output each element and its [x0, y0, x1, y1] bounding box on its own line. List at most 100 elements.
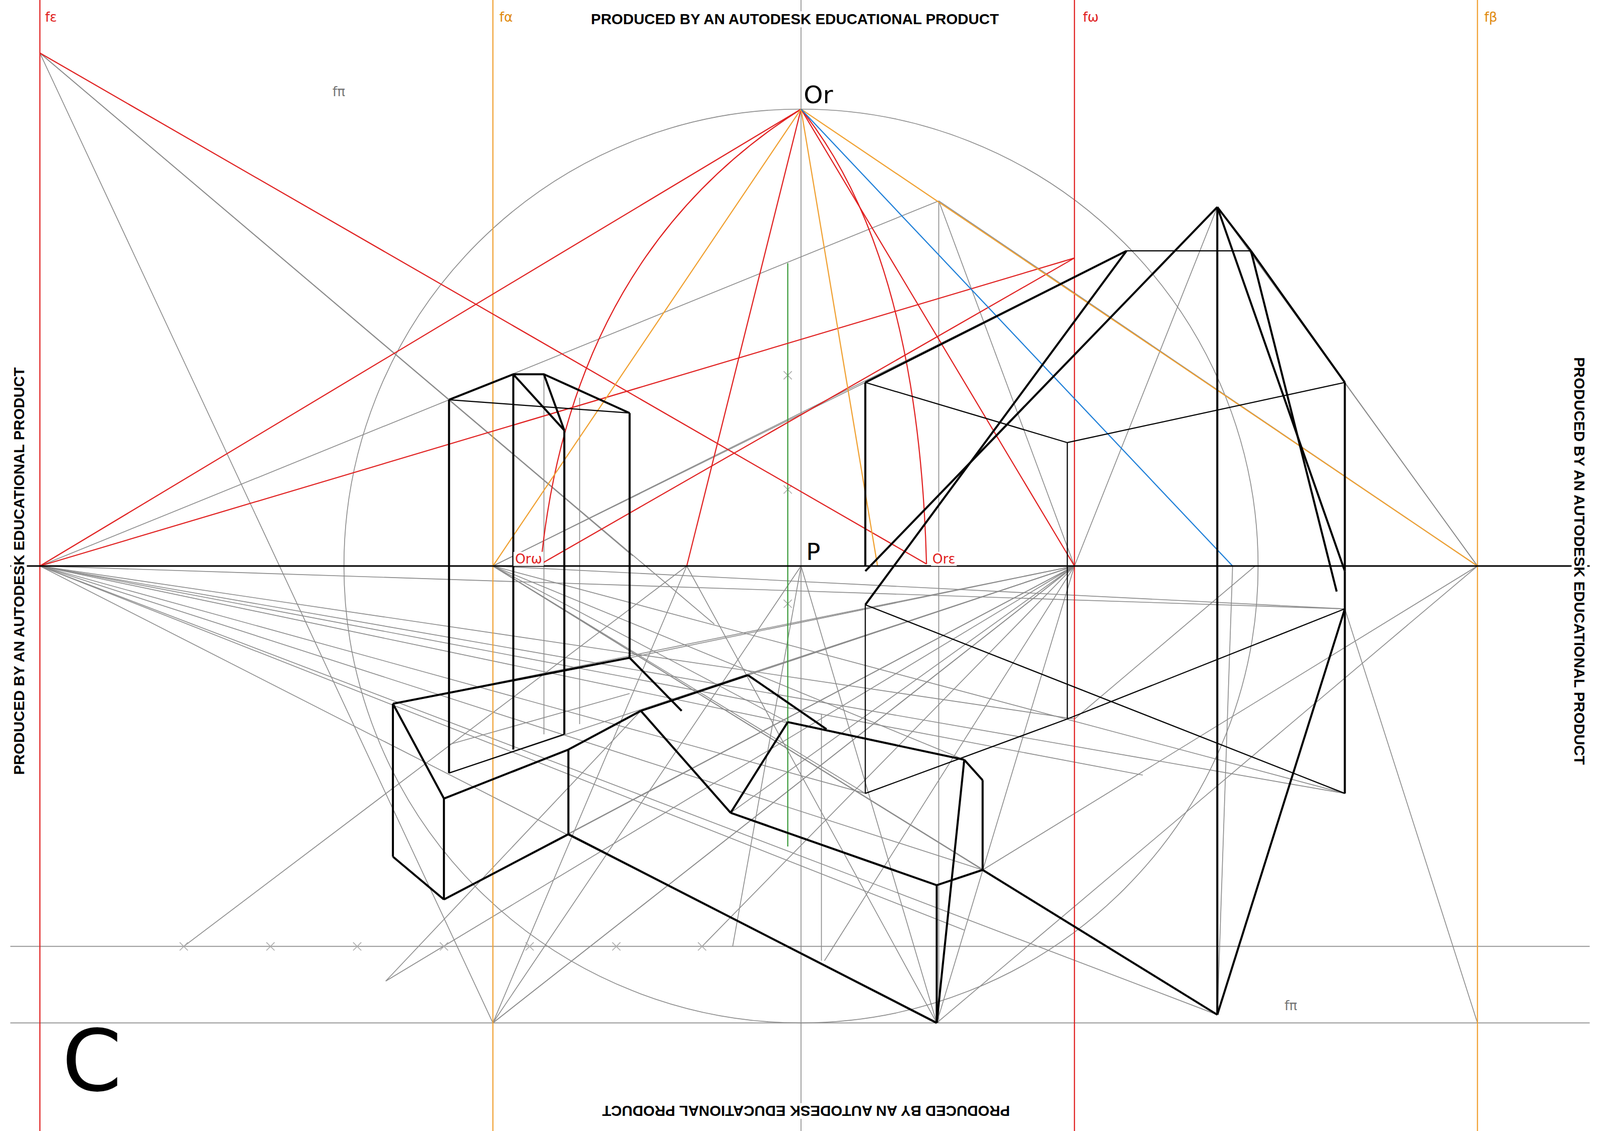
point-label: P: [804, 540, 822, 565]
trace-label: fε: [43, 10, 59, 25]
construction-line: [39, 566, 1075, 720]
construction-line: [492, 566, 1218, 1016]
construction-line: [10, 0, 1590, 1131]
construction-line: [492, 566, 802, 1024]
object-outline: [964, 760, 983, 781]
object-outline: [443, 834, 569, 901]
object-outline: [392, 703, 444, 799]
construction-line: [938, 201, 940, 1024]
point-label: Orε: [930, 552, 958, 567]
measure-mark: [179, 371, 792, 951]
watermark-text: PRODUCED BY AN AUTODESK EDUCATIONAL PROD…: [1571, 355, 1588, 767]
construction-line: [443, 566, 1075, 900]
object-outline: [1250, 250, 1345, 383]
construction-line: [385, 711, 641, 982]
construction-line: [385, 566, 1075, 982]
object-outline: [748, 675, 827, 730]
construction-line: [10, 946, 1590, 948]
construction-line: [821, 714, 823, 962]
watermark-text: PRODUCED BY AN AUTODESK EDUCATIONAL PROD…: [600, 1103, 1012, 1119]
object-outline: [392, 856, 444, 900]
construction-line: [730, 566, 1075, 814]
construction-line: [543, 374, 545, 735]
construction-line: [938, 201, 1075, 567]
trace-line: [492, 109, 802, 567]
construction-line: [39, 52, 715, 625]
object-outline: [392, 657, 630, 704]
construction-line: [39, 52, 493, 1024]
object-edge: [865, 719, 1068, 794]
object-outline: [787, 722, 965, 761]
construction-line: [1344, 609, 1478, 1024]
construction-line: [1074, 207, 1218, 567]
construction-line: [1217, 566, 1233, 1016]
construction-line: [392, 566, 1075, 704]
object-outline: [936, 870, 983, 886]
object-outline: [1217, 207, 1251, 251]
object-outline: [568, 834, 937, 1024]
object-outline: [982, 870, 1218, 1016]
watermark-text: PRODUCED BY AN AUTODESK EDUCATIONAL PROD…: [11, 365, 28, 777]
object-outline: [392, 207, 1346, 1024]
construction-line: [39, 566, 1345, 610]
construction-line: [39, 566, 937, 1024]
object-outline: [443, 750, 569, 799]
object-edge: [1067, 442, 1069, 720]
object-outline: [865, 250, 1127, 606]
construction-line: [936, 566, 1478, 1024]
watermark-text: PRODUCED BY AN AUTODESK EDUCATIONAL PROD…: [589, 11, 1001, 28]
object-outline: [563, 430, 566, 736]
object-outline: [448, 374, 630, 414]
point-label: Orω: [513, 552, 544, 567]
construction-line: [492, 566, 1075, 1024]
construction-line: [448, 693, 630, 745]
construction-line: [629, 566, 1075, 658]
construction-line: [492, 250, 1127, 567]
construction-line: [801, 566, 937, 1024]
object-outline: [567, 750, 570, 835]
construction-line: [39, 566, 1345, 794]
construction-line: [702, 566, 1075, 947]
sheet-letter: C: [60, 1017, 124, 1105]
trace-line: [541, 257, 1075, 565]
object-outline: [391, 703, 394, 857]
trace-label: fω: [1081, 10, 1101, 25]
object-edge: [448, 250, 1345, 794]
construction-line: [39, 566, 965, 761]
object-edge: [448, 734, 565, 774]
trace-label: fβ: [1482, 10, 1499, 25]
object-outline: [513, 374, 565, 431]
object-outline: [730, 722, 788, 814]
construction-line: [982, 566, 1478, 871]
measure-mark: [179, 371, 792, 951]
construction-line: [640, 566, 1075, 712]
construction-line: [492, 566, 1075, 1024]
construction-line: [39, 566, 1143, 776]
trace-line: [787, 263, 789, 847]
construction-line: [39, 566, 865, 794]
object-outline: [865, 250, 1127, 383]
object-outline: [442, 798, 445, 900]
object-edge: [865, 605, 1346, 794]
construction-line: [492, 566, 687, 1024]
construction-line: [1074, 566, 1255, 720]
object-outline: [1216, 207, 1219, 1016]
construction-line: [936, 566, 1075, 1024]
trace-line: [801, 109, 927, 565]
construction-line: [492, 566, 983, 871]
object-outline: [629, 657, 682, 711]
trace-line: [39, 109, 802, 567]
construction-line: [39, 566, 965, 931]
object-outline: [935, 885, 938, 1024]
plane-label: fπ: [330, 84, 347, 99]
construction-line: [492, 566, 865, 794]
construction-line: [1217, 207, 1478, 567]
object-outline: [628, 413, 631, 658]
trace-line: [801, 109, 1233, 567]
trace-line: [801, 109, 1478, 567]
object-outline: [447, 400, 450, 774]
object-edge: [864, 605, 866, 794]
object-outline: [640, 675, 749, 712]
trace-label: fα: [497, 10, 515, 25]
